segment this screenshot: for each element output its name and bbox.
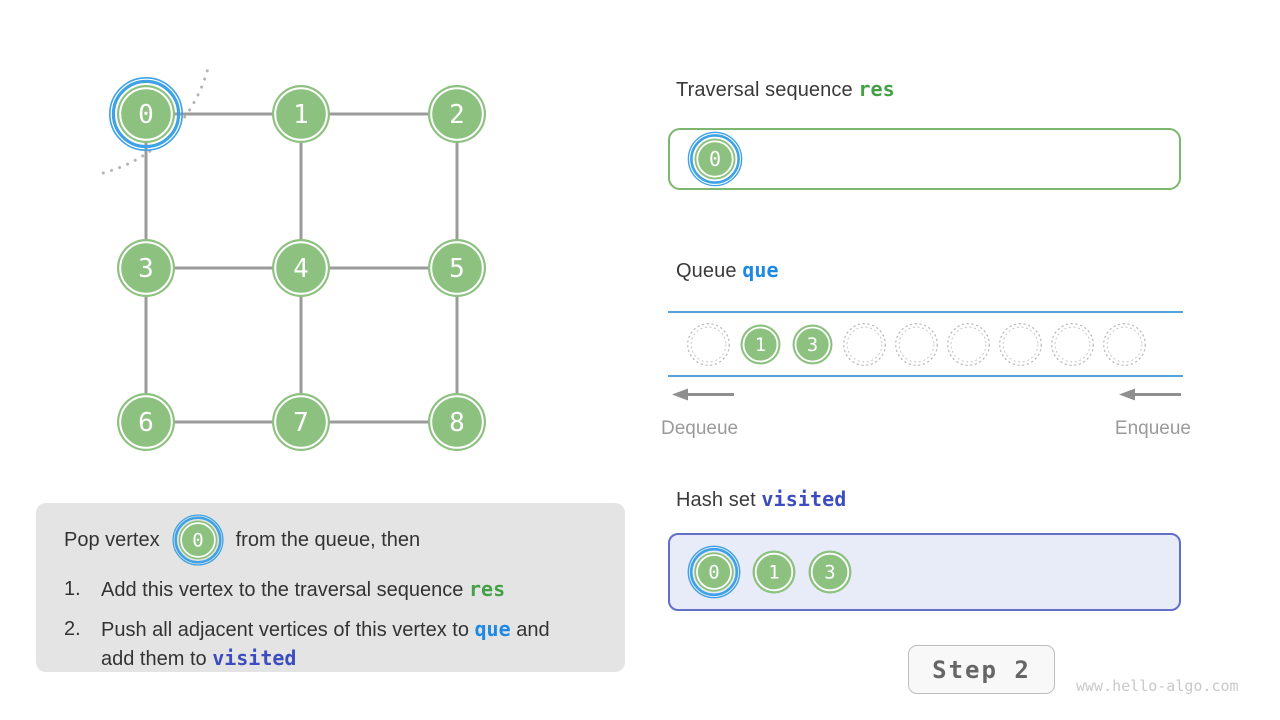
- graph-canvas: 0 1 2 3 4 5 6 7: [96, 69, 486, 451]
- hashset-vertex-0: 0: [687, 545, 741, 599]
- svg-text:2: 2: [449, 100, 465, 130]
- step-number: 2.: [64, 618, 81, 640]
- graph-vertex-8: 8: [428, 393, 486, 451]
- svg-text:7: 7: [293, 408, 309, 438]
- queue-slot-empty: [687, 322, 730, 366]
- intro-text-pre: Pop vertex: [64, 528, 160, 551]
- svg-text:3: 3: [138, 254, 154, 284]
- svg-text:1: 1: [755, 334, 766, 356]
- step-number: 1.: [64, 578, 81, 600]
- hashset-vertex-3: 3: [808, 550, 852, 594]
- bfs-frontier-arc: [96, 69, 209, 176]
- code-visited: visited: [212, 646, 297, 670]
- code-res: res: [858, 77, 895, 101]
- enqueue-label: Enqueue: [1114, 418, 1191, 439]
- traversal-vertex-0: 0: [687, 131, 743, 187]
- graph-vertex-5: 5: [428, 239, 486, 297]
- code-que: que: [742, 258, 779, 282]
- inline-vertex-0: 0: [172, 514, 224, 566]
- svg-text:0: 0: [192, 530, 203, 552]
- explanation-step-2: 2. Push all adjacent vertices of this ve…: [64, 615, 601, 673]
- svg-text:0: 0: [708, 562, 719, 584]
- svg-text:4: 4: [293, 254, 309, 284]
- svg-text:0: 0: [709, 147, 721, 171]
- queue-slot-empty: [843, 322, 886, 366]
- hashset-vertex-1: 1: [752, 550, 796, 594]
- watermark: www.hello-algo.com: [1076, 677, 1239, 695]
- code-visited: visited: [761, 487, 847, 511]
- hashset-heading: Hash set visited: [676, 487, 847, 511]
- step2-text: Push all adjacent vertices of this verte…: [101, 619, 475, 641]
- svg-text:8: 8: [449, 408, 465, 438]
- svg-text:0: 0: [138, 100, 154, 130]
- graph-vertex-0: 0: [108, 76, 184, 152]
- hash-set-box: 0 1 3: [668, 533, 1181, 611]
- step1-text: Add this vertex to the traversal sequenc…: [101, 579, 469, 601]
- svg-text:6: 6: [138, 408, 154, 438]
- queue-slot-empty: [1051, 322, 1094, 366]
- explanation-step-1: 1. Add this vertex to the traversal sequ…: [64, 575, 601, 604]
- graph-vertex-3: 3: [117, 239, 175, 297]
- graph-vertex-6: 6: [117, 393, 175, 451]
- explanation-intro: Pop vertex 0 from the queue, then: [64, 514, 601, 566]
- code-res: res: [468, 577, 506, 601]
- queue-slot-vertex-1: 1: [740, 324, 781, 364]
- svg-text:1: 1: [768, 562, 779, 584]
- queue-slot-empty: [1103, 322, 1146, 366]
- dequeue-arrow-icon: [672, 388, 734, 401]
- svg-text:1: 1: [293, 100, 309, 130]
- code-que: que: [474, 617, 511, 641]
- queue-slot-vertex-3: 3: [792, 324, 833, 364]
- step2-mid-text: and add them to: [101, 619, 550, 670]
- svg-text:3: 3: [824, 562, 835, 584]
- queue-slot-empty: [947, 322, 990, 366]
- graph-vertex-7: 7: [272, 393, 330, 451]
- traversal-heading: Traversal sequence res: [676, 77, 895, 101]
- queue-heading: Queue que: [676, 258, 779, 282]
- dequeue-label: Dequeue: [661, 418, 739, 439]
- queue-lane: 1 3: [668, 311, 1183, 377]
- graph-vertex-4: 4: [272, 239, 330, 297]
- explanation-box: Pop vertex 0 from the queue, then 1. Add…: [36, 503, 625, 672]
- svg-text:5: 5: [449, 254, 465, 284]
- traversal-sequence-box: 0: [668, 128, 1181, 190]
- graph-vertex-2: 2: [428, 85, 486, 143]
- intro-text-post: from the queue, then: [235, 528, 421, 551]
- step-indicator-button[interactable]: Step 2: [908, 645, 1055, 694]
- graph-vertex-1: 1: [272, 85, 330, 143]
- queue-slot-empty: [895, 322, 938, 366]
- enqueue-arrow-icon: [1119, 388, 1181, 401]
- svg-text:3: 3: [807, 334, 818, 356]
- queue-slot-empty: [999, 322, 1042, 366]
